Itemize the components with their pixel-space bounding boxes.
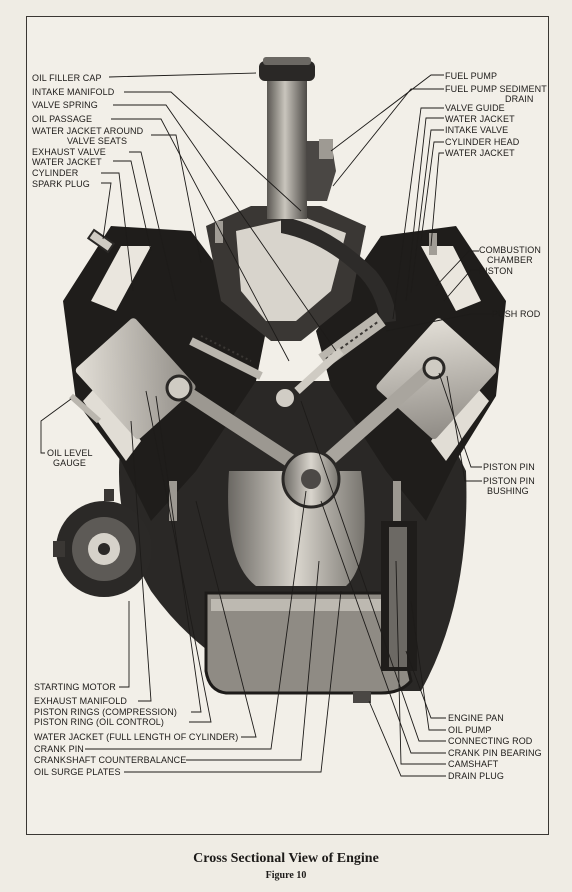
label-water-jacket-right-2: WATER JACKET <box>445 148 515 158</box>
label-chamber: CHAMBER <box>487 255 533 265</box>
label-spark-plug: SPARK PLUG <box>32 179 90 189</box>
label-piston-ring-oil-control: PISTON RING (OIL CONTROL) <box>34 717 165 727</box>
label-piston: PISTON <box>479 266 513 276</box>
label-intake-manifold: INTAKE MANIFOLD <box>32 87 115 97</box>
label-drain-plug: DRAIN PLUG <box>448 771 505 781</box>
label-bushing: BUSHING <box>487 486 529 496</box>
label-exhaust-valve: EXHAUST VALVE <box>32 147 106 157</box>
figure-frame: OIL FILLER CAP INTAKE MANIFOLD VALVE SPR… <box>26 16 549 835</box>
label-gauge: GAUGE <box>53 458 87 468</box>
label-cylinder-head: CYLINDER HEAD <box>445 137 520 147</box>
engine-cross-section <box>40 57 506 777</box>
label-crankshaft-counterbalance: CRANKSHAFT COUNTERBALANCE <box>34 755 187 765</box>
label-combustion: COMBUSTION <box>479 245 542 255</box>
label-water-jacket-around: WATER JACKET AROUND <box>32 126 144 136</box>
label-piston-pin-2: PISTON PIN <box>483 476 535 486</box>
figure-number: Figure 10 <box>265 870 307 881</box>
label-crank-pin-bearing: CRANK PIN BEARING <box>448 748 542 758</box>
label-oil-level: OIL LEVEL <box>47 448 93 458</box>
label-exhaust-manifold: EXHAUST MANIFOLD <box>34 696 127 706</box>
label-fuel-pump-sediment: FUEL PUMP SEDIMENT <box>445 84 547 94</box>
label-oil-pump: OIL PUMP <box>448 725 492 735</box>
label-water-jacket-full-length: WATER JACKET (FULL LENGTH OF CYLINDER) <box>34 732 239 742</box>
label-drain: DRAIN <box>505 94 534 104</box>
label-cylinder: CYLINDER <box>32 168 79 178</box>
label-water-jacket-left: WATER JACKET <box>32 157 102 167</box>
label-water-jacket-right-1: WATER JACKET <box>445 114 515 124</box>
label-valve-spring: VALVE SPRING <box>32 100 98 110</box>
label-piston-pin: PISTON PIN <box>483 462 535 472</box>
label-oil-passage: OIL PASSAGE <box>32 114 93 124</box>
left-piston <box>75 318 196 440</box>
label-connecting-rod: CONNECTING ROD <box>448 736 533 746</box>
label-intake-valve: INTAKE VALVE <box>445 125 509 135</box>
label-oil-surge-plates: OIL SURGE PLATES <box>34 767 121 777</box>
starting-motor <box>53 489 152 597</box>
label-piston-rings-compression: PISTON RINGS (COMPRESSION) <box>34 707 177 717</box>
label-push-rod: PUSH ROD <box>492 309 541 319</box>
engine-pan <box>204 591 413 695</box>
label-valve-seats: VALVE SEATS <box>67 136 128 146</box>
figure-caption: Cross Sectional View of Engine <box>193 851 379 866</box>
label-camshaft: CAMSHAFT <box>448 759 499 769</box>
oil-filler-tube <box>267 79 307 219</box>
label-engine-pan: ENGINE PAN <box>448 713 504 723</box>
label-fuel-pump: FUEL PUMP <box>445 71 498 81</box>
label-crank-pin: CRANK PIN <box>34 744 84 754</box>
label-starting-motor: STARTING MOTOR <box>34 682 116 692</box>
label-oil-filler-cap: OIL FILLER CAP <box>32 73 102 83</box>
label-valve-guide: VALVE GUIDE <box>445 103 505 113</box>
